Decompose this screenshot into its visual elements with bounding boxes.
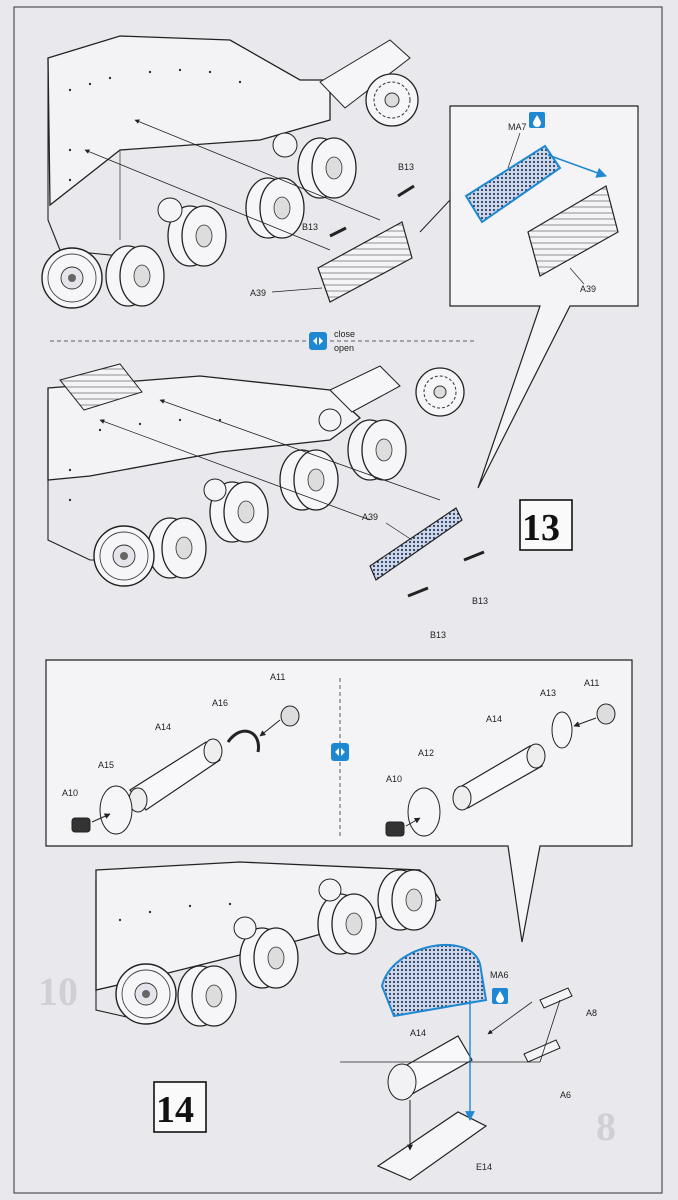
label-open: open	[334, 343, 354, 353]
step13-close-view: B13 B13 A39	[41, 35, 419, 309]
label-b13-left: B13	[430, 630, 446, 640]
step-number-14: 14	[153, 1081, 207, 1133]
paint-drop-icon	[529, 112, 545, 128]
ghost-step-number-8: 8	[596, 1104, 616, 1149]
label-a14-left: A14	[155, 722, 171, 732]
label-ma7: MA7	[508, 122, 527, 132]
part-e14	[376, 1111, 488, 1181]
alternative-choice-icon	[331, 743, 349, 761]
label-a14-right: A14	[486, 714, 502, 724]
part-a39-grille-closed	[317, 221, 413, 303]
label-a15: A15	[98, 760, 114, 770]
part-b13-pin-right	[463, 550, 485, 562]
step14-subassembly-box: A11 A16 A14 A15 A10 A11 A13 A14 A12 A10	[45, 659, 633, 943]
step13-detail-callout: MA7 A39	[419, 105, 639, 489]
ghost-step-number-10: 10	[38, 969, 78, 1014]
part-a8	[539, 987, 573, 1009]
label-a6: A6	[560, 1090, 571, 1100]
label-a11-right: A11	[584, 678, 599, 688]
label-b13-right: B13	[472, 596, 488, 606]
label-a11-left: A11	[270, 672, 285, 682]
label-ma6: MA6	[490, 970, 509, 980]
label-close: close	[334, 329, 355, 339]
label-a16: A16	[212, 698, 228, 708]
label-b13-upper: B13	[398, 162, 414, 172]
label-a13: A13	[540, 688, 556, 698]
step13-open-view: A39 B13 B13	[47, 363, 488, 640]
subassembly-variant-left: A11 A16 A14 A15 A10	[62, 672, 300, 835]
close-open-divider: close open	[50, 329, 476, 353]
label-a39-detail: A39	[580, 284, 596, 294]
svg-text:14: 14	[156, 1089, 194, 1131]
part-b13-pin-left	[407, 586, 429, 598]
part-ma7-mesh	[464, 144, 562, 224]
part-ma6-mesh-cover	[380, 943, 488, 1018]
part-b13-pin-upper	[397, 184, 415, 198]
part-a39-grille-detail	[527, 185, 619, 277]
paint-drop-icon	[492, 988, 508, 1004]
subassembly-variant-right: A11 A13 A14 A12 A10	[385, 678, 616, 837]
label-a39-open: A39	[362, 512, 378, 522]
label-a10-right: A10	[386, 774, 402, 784]
step-number-13: 13	[519, 499, 573, 551]
part-b13-pin-lower	[329, 226, 347, 238]
sheet-border	[13, 6, 663, 1194]
part-a39-grille-open	[369, 507, 463, 581]
alternative-choice-icon	[309, 332, 327, 350]
label-a8: A8	[586, 1008, 597, 1018]
svg-text:13: 13	[522, 507, 560, 549]
label-a10-left: A10	[62, 788, 78, 798]
label-a39-close: A39	[250, 288, 266, 298]
step14-main-view: MA6 A14 A8 A6 E14	[95, 861, 597, 1181]
label-a14-main: A14	[410, 1028, 426, 1038]
label-b13-lower: B13	[302, 222, 318, 232]
label-a12: A12	[418, 748, 434, 758]
label-e14: E14	[476, 1162, 492, 1172]
